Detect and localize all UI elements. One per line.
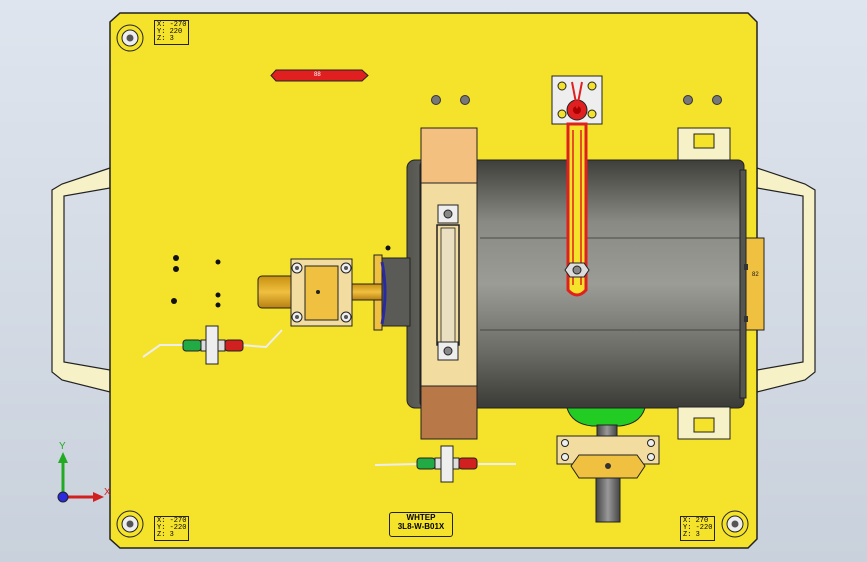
terminal-block-right — [744, 237, 765, 331]
corner-screw-bottom-left — [116, 510, 144, 538]
right-handle — [756, 167, 816, 393]
cable-assembly-bottom — [374, 445, 516, 483]
coord-z: Z: 3 — [683, 531, 700, 539]
nameplate-line2: 3L8-W-B01X — [397, 522, 445, 531]
mounting-holes-top — [431, 95, 722, 105]
coord-y: Y: 220 — [157, 28, 183, 36]
nameplate-line1: WHTEP — [406, 513, 436, 522]
corner-screw-bottom-right — [721, 510, 749, 538]
dowel-holes-left — [171, 245, 391, 308]
coord-box-bottom-right: X: 270 Y: -220 Z: 3 — [680, 516, 716, 541]
coord-x: X: -270 — [157, 21, 187, 29]
axis-triad — [57, 452, 104, 503]
coord-z: Z: 3 — [157, 531, 174, 539]
coord-box-bottom-left: X: -270 Y: -220 Z: 3 — [154, 516, 190, 541]
right-side-slots — [677, 127, 731, 440]
coord-box-top-left: X: -270 Y: 220 Z: 3 — [154, 20, 190, 45]
triad-x-label: X — [104, 487, 111, 498]
coord-y: Y: -220 — [157, 524, 187, 532]
motor-flange — [420, 127, 478, 440]
side-tag-label: 82 — [752, 272, 759, 278]
red-bar-label: 88 — [314, 72, 321, 78]
corner-screw-top-left — [116, 24, 144, 52]
coord-y: Y: -220 — [683, 524, 713, 532]
coord-z: Z: 3 — [157, 35, 174, 43]
coord-x: X: -270 — [157, 517, 187, 525]
clamp-bracket-top — [551, 75, 603, 125]
red-indicator-bar — [270, 69, 369, 82]
green-cap — [566, 407, 646, 427]
left-handle — [51, 167, 111, 393]
cable-assembly-left — [142, 325, 283, 365]
nameplate: WHTEP 3L8-W-B01X — [389, 512, 453, 537]
red-toggle-link — [564, 81, 590, 297]
bottom-support-bracket — [556, 424, 660, 523]
triad-y-label: Y — [59, 441, 66, 452]
coord-x: X: 270 — [683, 517, 709, 525]
shaft-support-bracket — [290, 258, 353, 327]
